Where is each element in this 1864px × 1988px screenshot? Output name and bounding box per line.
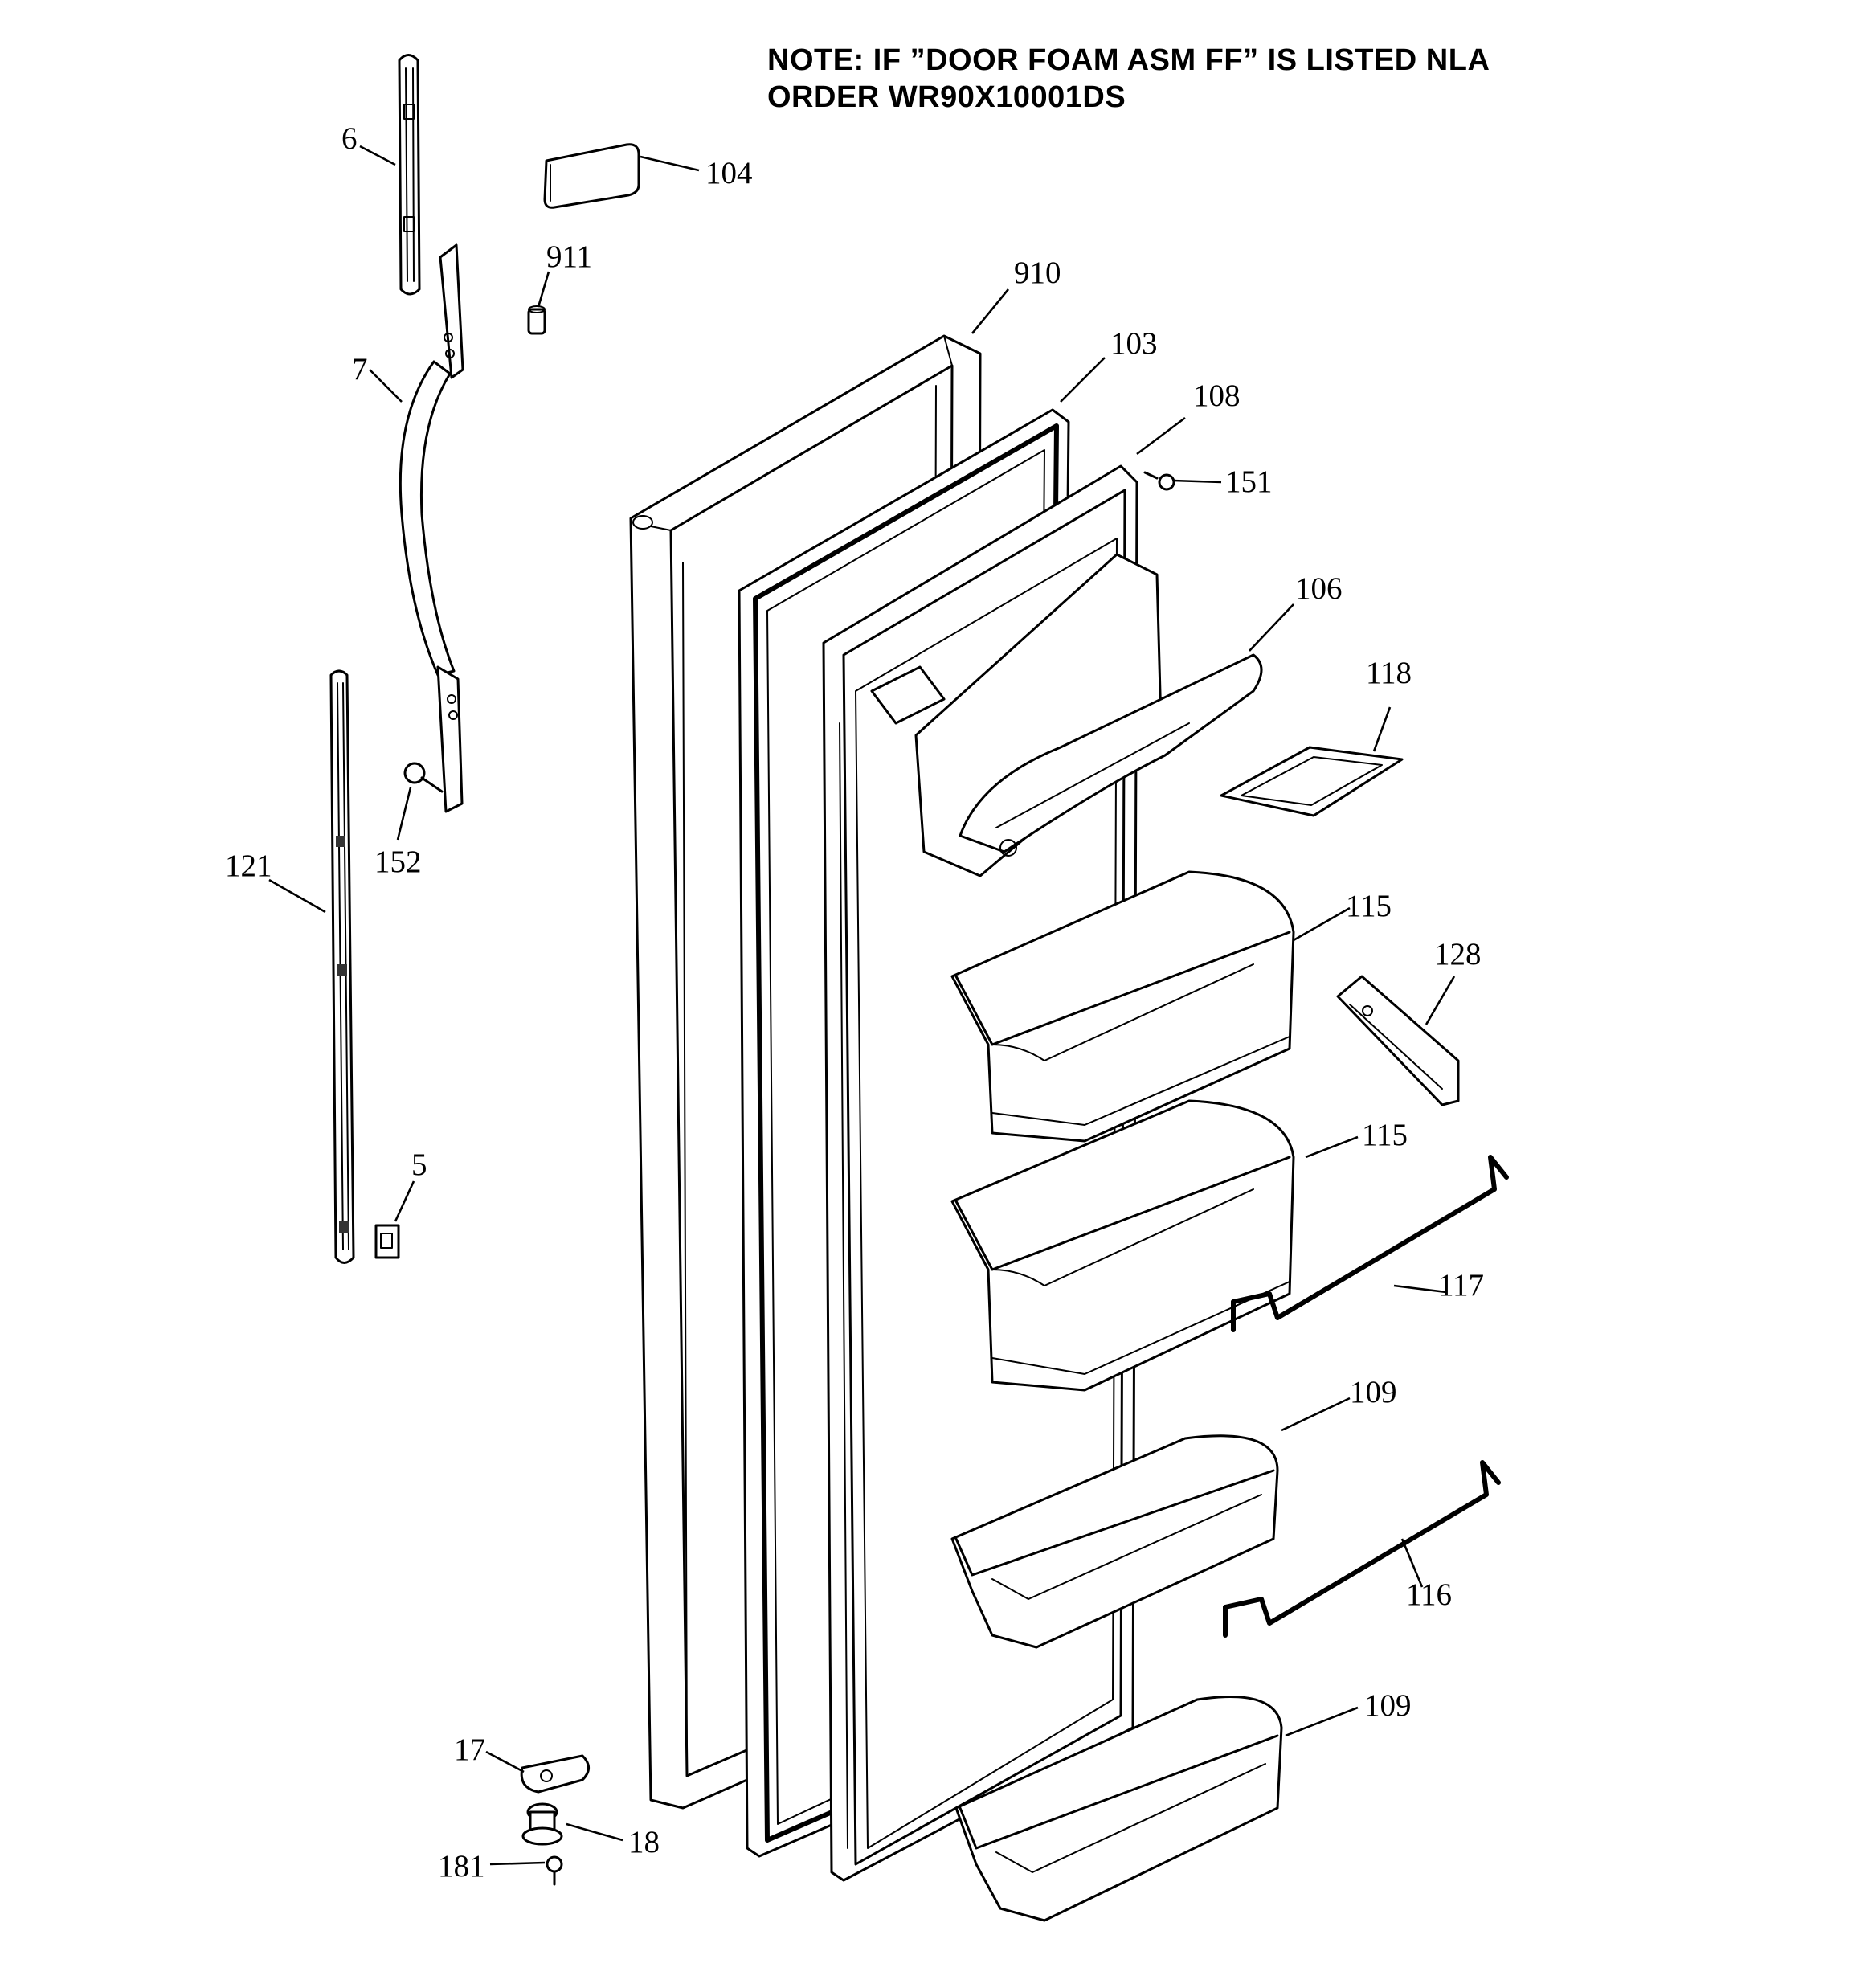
part-152-screw (403, 762, 444, 793)
part-7-door-handle (399, 243, 464, 813)
callout-5: 5 (411, 1147, 427, 1182)
callout-181: 181 (438, 1849, 485, 1884)
callout-118: 118 (1366, 656, 1412, 690)
callout-911: 911 (546, 239, 592, 274)
part-106-shelf-cover (914, 553, 1263, 877)
parts-note: NOTE: IF ”DOOR FOAM ASM FF” IS LISTED NL… (767, 42, 1490, 116)
callout-151: 151 (1225, 464, 1273, 499)
part-109-door-tray-lower (954, 1696, 1283, 1922)
part-18-hinge-pin (521, 1802, 563, 1846)
callout-152: 152 (374, 845, 422, 879)
part-109-door-tray-upper (950, 1434, 1279, 1649)
callout-18: 18 (628, 1825, 660, 1859)
part-118-tray (1220, 746, 1404, 817)
part-17-hinge-plate (520, 1754, 590, 1794)
callout-109-upper: 109 (1350, 1375, 1397, 1409)
note-line-2: ORDER WR90X10001DS (767, 80, 1126, 114)
callout-910: 910 (1014, 256, 1061, 290)
part-6-trim-strip (398, 54, 421, 296)
callout-109-lower: 109 (1364, 1688, 1412, 1723)
part-5-clip (374, 1224, 400, 1259)
callout-108: 108 (1193, 378, 1241, 413)
callout-106: 106 (1295, 571, 1343, 606)
callout-128: 128 (1434, 937, 1482, 972)
part-104-cap (543, 143, 640, 209)
callout-7: 7 (352, 352, 368, 387)
callout-labels: 6 104 911 910 7 103 108 151 106 118 152 … (225, 121, 1484, 1884)
part-115-door-bin-upper (950, 870, 1295, 1143)
part-151-screw (1143, 471, 1175, 491)
callout-117: 117 (1438, 1268, 1484, 1303)
callout-104: 104 (705, 156, 753, 190)
callout-116: 116 (1406, 1577, 1452, 1612)
part-117-rail (1231, 1155, 1509, 1332)
note-line-1: NOTE: IF ”DOOR FOAM ASM FF” IS LISTED NL… (767, 43, 1490, 77)
part-911-plug (527, 305, 546, 335)
part-116-rail (1223, 1460, 1501, 1638)
part-128-bracket (1336, 975, 1460, 1106)
callout-115-upper: 115 (1346, 889, 1392, 923)
part-115-door-bin-lower (950, 1099, 1295, 1392)
callout-6: 6 (341, 121, 358, 156)
callout-121: 121 (225, 849, 272, 883)
leader-lines (268, 145, 1456, 1866)
callout-115-lower: 115 (1362, 1118, 1408, 1152)
part-121-long-trim (329, 669, 355, 1264)
part-181-screw (546, 1855, 563, 1886)
callout-17: 17 (454, 1732, 485, 1767)
callout-103: 103 (1110, 326, 1158, 361)
